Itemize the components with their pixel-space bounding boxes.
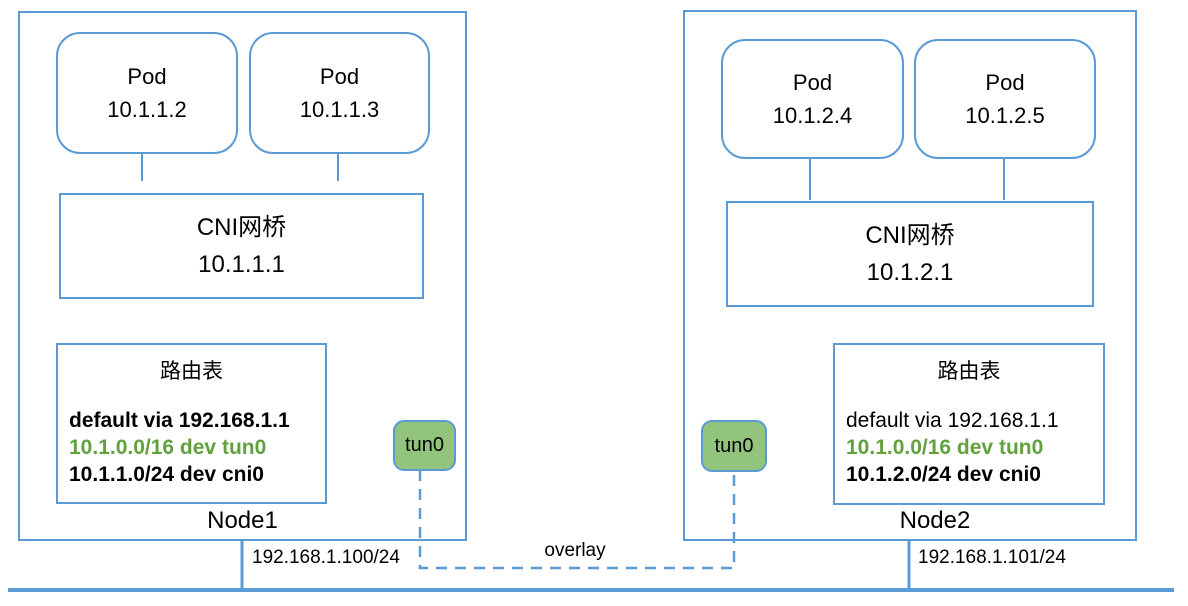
node2-cni-bridge-box: CNI网桥 10.1.2.1 [726,201,1094,307]
route-row-cni0: 10.1.2.0/24 dev cni0 [846,463,1041,486]
pod-ip: 10.1.1.3 [299,97,380,122]
pod-ip: 10.1.2.4 [772,103,853,128]
node2-pod1-box: Pod 10.1.2.4 [721,39,904,159]
route-row-tun0: 10.1.0.0/16 dev tun0 [846,436,1044,459]
node2-pod2-box: Pod 10.1.2.5 [914,39,1096,159]
pod-name: Pod [792,70,833,95]
route-row-tun0: 10.1.0.0/16 dev tun0 [69,436,267,459]
pod-ip: 10.1.1.2 [107,97,187,122]
route-row-default: default via 192.168.1.1 [69,409,290,432]
node1-pod1-box: Pod 10.1.1.2 [56,32,238,154]
node1-pod2-box: Pod 10.1.1.3 [249,32,430,154]
route-table-title: 路由表 [160,360,223,383]
pod-name: Pod [985,70,1025,95]
node1-cni-bridge-box: CNI网桥 10.1.1.1 [59,193,424,299]
node1-label: Node1 [207,507,278,534]
cni-bridge-name: CNI网桥 [196,214,287,241]
cni-bridge-name: CNI网桥 [865,222,955,249]
tun0-label: tun0 [714,434,754,457]
pod-name: Pod [319,64,360,89]
node2-host-ip-label: 192.168.1.101/24 [918,547,1066,568]
tun0-label: tun0 [405,434,444,456]
route-row-default: default via 192.168.1.1 [846,409,1059,432]
node1-tun0-badge: tun0 [393,420,456,471]
cni-bridge-ip: 10.1.2.1 [866,259,954,286]
node2-route-table-box: 路由表 default via 192.168.1.1 10.1.0.0/16 … [833,343,1105,505]
node2-tun0-badge: tun0 [701,420,767,472]
node2-label: Node2 [899,507,971,534]
route-row-cni0: 10.1.1.0/24 dev cni0 [69,463,264,486]
pod-ip: 10.1.2.5 [965,103,1045,128]
route-table-title: 路由表 [937,360,1001,383]
node1-box: Pod 10.1.1.2 Pod 10.1.1.3 CNI网桥 10.1.1.1… [18,11,467,541]
node1-host-ip-label: 192.168.1.100/24 [252,547,400,568]
route-table-rows: default via 192.168.1.1 10.1.0.0/16 dev … [58,407,325,488]
route-table-rows: default via 192.168.1.1 10.1.0.0/16 dev … [835,407,1103,488]
overlay-link-label: overlay [544,540,606,561]
pod-name: Pod [127,64,167,89]
cni-bridge-ip: 10.1.1.1 [198,251,285,278]
node2-box: Pod 10.1.2.4 Pod 10.1.2.5 CNI网桥 10.1.2.1… [683,10,1137,541]
node1-route-table-box: 路由表 default via 192.168.1.1 10.1.0.0/16 … [56,343,327,504]
